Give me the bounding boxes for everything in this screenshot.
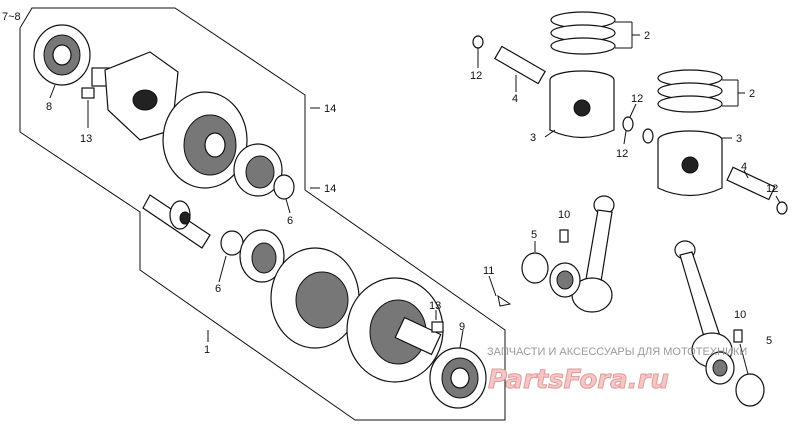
bearing-left	[33, 24, 91, 86]
assembly-outline	[19, 7, 506, 421]
conrod-lower	[674, 240, 733, 368]
callout-3-lower: 3	[736, 133, 742, 145]
watermark-brand: PartsFora.ru	[488, 365, 669, 395]
needle-bearing-lower	[705, 351, 735, 385]
callout-13-upper: 13	[80, 133, 92, 145]
key-lower	[431, 321, 444, 333]
callout-3-upper: 3	[530, 132, 536, 144]
piston-upper	[549, 70, 615, 139]
circlip-mid-a	[622, 116, 634, 132]
pin-clip-upper	[559, 229, 569, 243]
circlip-right	[776, 201, 788, 215]
callout-12-right: 12	[766, 183, 778, 195]
callout-14-upper: 14	[324, 103, 336, 115]
circlip-top	[472, 35, 484, 49]
callout-4-upper: 4	[512, 93, 518, 105]
callout-8: 8	[46, 101, 52, 113]
crank-half-lower	[270, 247, 444, 383]
watermark-caption: ЗАПЧАСТИ И АКСЕССУАРЫ ДЛЯ МОТОТЕХНИКИ	[487, 346, 747, 358]
callout-group: 7~8	[2, 11, 21, 23]
callout-12-mid-b: 12	[616, 148, 628, 160]
callout-12-mid-a: 12	[631, 93, 643, 105]
washer-upper	[521, 252, 549, 284]
callout-6-upper: 6	[287, 215, 293, 227]
crank-half-upper	[91, 51, 248, 189]
callout-5-lower: 5	[766, 335, 772, 347]
piston-rings-lower	[657, 69, 723, 113]
center-shaft	[142, 194, 211, 249]
callout-6-lower: 6	[215, 283, 221, 295]
washer-lower	[735, 373, 765, 407]
leader-lines	[49, 21, 781, 375]
pin-clip-lower	[733, 329, 743, 343]
cotter-pin	[497, 294, 512, 307]
callout-10-lower: 10	[734, 309, 746, 321]
seal-upper	[273, 174, 295, 200]
bearing-right	[429, 347, 487, 409]
piston-pin-lower	[726, 166, 776, 201]
key-upper	[81, 87, 95, 99]
callout-9: 9	[459, 321, 465, 333]
seal-lower	[220, 230, 244, 256]
callout-10-upper: 10	[558, 209, 570, 221]
callout-4-lower: 4	[741, 161, 747, 173]
piston-pin-upper	[494, 45, 546, 85]
callout-1: 1	[204, 344, 210, 356]
callout-2-upper: 2	[644, 30, 650, 42]
callout-2-lower: 2	[749, 88, 755, 100]
piston-lower	[657, 130, 723, 197]
callout-14-lower: 14	[324, 183, 336, 195]
bearing-lower-inner	[239, 229, 285, 283]
piston-rings-upper	[550, 11, 616, 55]
circlip-mid-b	[642, 128, 654, 144]
callout-12-top: 12	[470, 70, 482, 82]
callout-13-lower: 13	[429, 300, 441, 312]
callout-5-upper: 5	[531, 229, 537, 241]
conrod-upper	[571, 195, 615, 313]
needle-bearing-upper	[549, 262, 581, 298]
callout-11: 11	[483, 265, 494, 277]
bearing-upper-inner	[233, 143, 283, 197]
